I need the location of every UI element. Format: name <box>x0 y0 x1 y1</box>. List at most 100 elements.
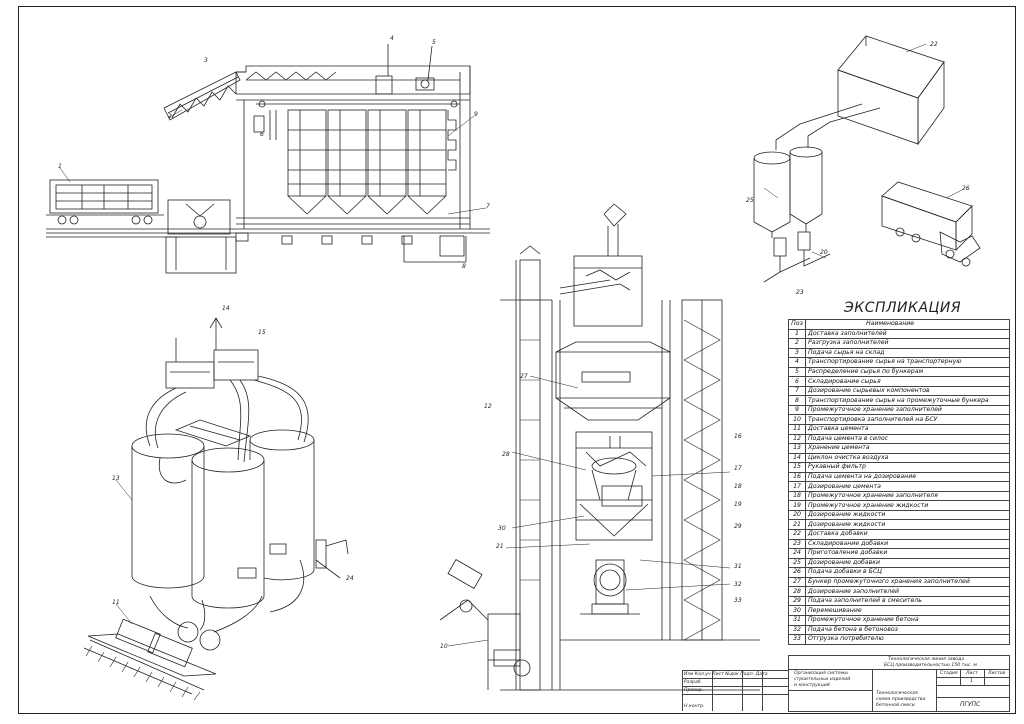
explication-pos: 8 <box>788 395 806 406</box>
explication-pos: 33 <box>788 634 806 645</box>
explication-name: Подача цемента в силос <box>805 433 1010 445</box>
explication-name: Подача добавки в БСЦ <box>805 567 1010 578</box>
callout-14: 14 <box>222 305 230 312</box>
explication-name: Подача сырья на склад <box>805 347 1010 359</box>
stamp-role-1: Разраб. <box>684 680 703 685</box>
explication-name: Дозирование сырьевых компонентов <box>805 385 1010 397</box>
explication-name: Подача цемента на дозирование <box>805 471 1010 483</box>
explication-pos: 4 <box>788 357 806 368</box>
title-block: Технологическая линия завода БСЦ произво… <box>682 655 1010 712</box>
explication-pos: 26 <box>788 567 806 578</box>
explication-name: Подача бетона в бетоновоз <box>805 624 1010 636</box>
callout-12: 12 <box>484 403 492 410</box>
callout-2: 2 <box>168 113 172 120</box>
explication-title: ЭКСПЛИКАЦИЯ <box>844 300 962 316</box>
explication-name: Промежуточное хранение заполнителя <box>805 490 1010 502</box>
callout-22: 22 <box>930 41 938 48</box>
stamp-org: ПГУПС <box>960 701 981 708</box>
explication-pos: 28 <box>788 586 806 597</box>
callout-15: 15 <box>258 329 266 336</box>
explication-name: Промежуточное хранение жидкости <box>805 500 1010 511</box>
explication-pos: 27 <box>788 576 806 588</box>
title-line-1: Технологическая <box>876 691 918 696</box>
explication-pos: 10 <box>788 414 806 425</box>
callout-27: 27 <box>520 373 528 380</box>
callout-24: 24 <box>346 575 354 582</box>
callout-25: 25 <box>746 197 754 204</box>
concrete-mixing-tower <box>439 203 760 691</box>
explication-pos: 12 <box>788 433 806 445</box>
explication-pos: 25 <box>788 557 806 569</box>
callout-20: 20 <box>820 249 828 256</box>
explication-header-row: Поз Наименование <box>788 319 1010 330</box>
stamp-role-4: Н.контр. <box>684 704 705 709</box>
explication-pos: 5 <box>788 366 806 378</box>
callout-13: 13 <box>112 475 120 482</box>
explication-name: Отгрузка потребителю <box>805 634 1010 645</box>
explication-name: Доставка заполнителей <box>805 328 1010 340</box>
callout-8: 8 <box>462 263 466 270</box>
callout-32: 32 <box>734 581 742 588</box>
explication-pos: 3 <box>788 347 806 359</box>
explication-name: Промежуточное хранение бетона <box>805 614 1010 626</box>
callout-30: 30 <box>498 525 506 532</box>
callout-1: 1 <box>58 163 62 170</box>
header-pos: Поз <box>788 319 806 330</box>
explication-name: Транспортирование сырья на транспортерну… <box>805 357 1010 368</box>
callout-6: 6 <box>260 131 264 138</box>
stamp-left-block: Изм Кол.уч Лист №док Подп. Дата Разраб. … <box>682 670 788 711</box>
explication-name: Бункер промежуточного хранения заполните… <box>805 576 1010 588</box>
callout-26: 26 <box>962 185 970 192</box>
explication-pos: 30 <box>788 605 806 616</box>
explication-pos: 22 <box>788 529 806 540</box>
explication-name: Хранение цемента <box>805 443 1010 454</box>
explication-name: Рукавный фильтр <box>805 462 1010 473</box>
stamp-col-sheets: Листов <box>988 671 1006 676</box>
callout-28: 28 <box>502 451 510 458</box>
explication-name: Складирование добавки <box>805 538 1010 550</box>
callout-10: 10 <box>440 643 448 650</box>
explication-name: Транспортирование сырья на промежуточные… <box>805 395 1010 406</box>
explication-name: Доставка цемента <box>805 424 1010 435</box>
inclined-conveyor-gallery <box>163 71 246 121</box>
title-line-3: бетонной смеси <box>876 703 915 708</box>
explication-pos: 2 <box>788 338 806 349</box>
callout-11: 11 <box>112 599 120 606</box>
callout-29: 29 <box>734 523 742 530</box>
explication-name: Дозирование добавки <box>805 557 1010 569</box>
warehouse-building <box>235 44 471 263</box>
explication-name: Дозирование жидкости <box>805 519 1010 531</box>
aggregate-warehouse-section <box>46 44 490 274</box>
explication-name: Доставка добавки <box>805 529 1010 540</box>
explication-pos: 13 <box>788 443 806 454</box>
tanker-truck <box>881 181 981 267</box>
explication-pos: 9 <box>788 404 806 416</box>
callout-7: 7 <box>486 203 490 210</box>
explication-name: Промежуточное хранение заполнителей <box>805 404 1010 416</box>
callout-33: 33 <box>734 597 742 604</box>
title-line-2: схема производства <box>876 697 926 702</box>
explication-name: Разгрузка заполнителей <box>805 338 1010 349</box>
explication-pos: 18 <box>788 490 806 502</box>
explication-pos: 14 <box>788 452 806 464</box>
explication-name: Подача заполнителей в смеситель <box>805 595 1010 607</box>
callout-4: 4 <box>390 35 394 42</box>
